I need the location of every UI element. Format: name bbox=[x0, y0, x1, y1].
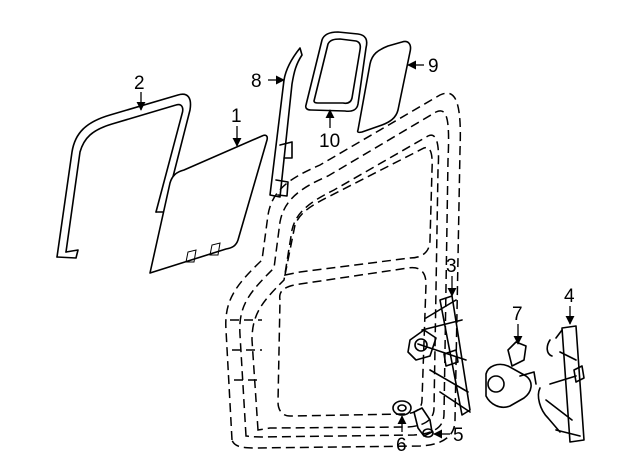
callout-6: 6 bbox=[396, 435, 407, 456]
callout-8: 8 bbox=[251, 71, 262, 92]
part-5-bolt bbox=[413, 407, 434, 438]
part-10-vent-seal bbox=[304, 31, 368, 113]
door-frame-dashed bbox=[225, 92, 462, 449]
part-9-vent-glass bbox=[356, 40, 412, 134]
part-1-door-glass bbox=[149, 134, 269, 274]
part-7-regulator-motor bbox=[485, 341, 537, 409]
callout-7: 7 bbox=[512, 304, 523, 325]
callout-2: 2 bbox=[134, 73, 145, 94]
part-4-window-regulator bbox=[537, 325, 585, 443]
part-3-window-regulator bbox=[407, 295, 471, 416]
callout-9: 9 bbox=[428, 56, 439, 77]
callout-labels: 1 2 3 4 5 6 7 8 9 10 bbox=[134, 56, 575, 456]
callout-5: 5 bbox=[453, 425, 464, 446]
part-8-division-bar bbox=[269, 47, 303, 198]
callout-10: 10 bbox=[319, 131, 340, 152]
callout-4: 4 bbox=[564, 286, 575, 307]
leader-lines bbox=[136, 60, 575, 439]
callout-1: 1 bbox=[231, 106, 242, 127]
callout-3: 3 bbox=[446, 256, 457, 277]
part-6-grommet bbox=[392, 400, 412, 416]
